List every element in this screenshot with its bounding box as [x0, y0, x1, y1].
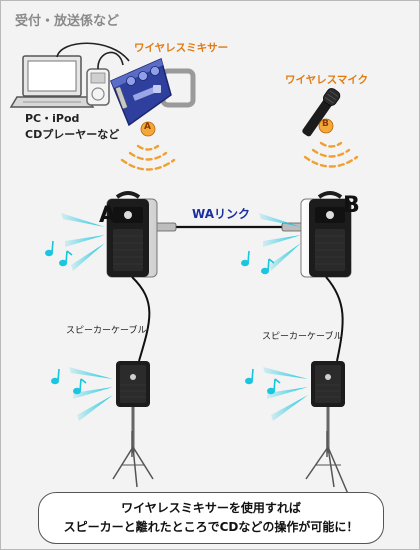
mic-badge-letter: B	[322, 119, 329, 129]
sound-beams-top-left	[61, 213, 105, 271]
wireless-mixer-icon	[110, 57, 196, 127]
sound-beams-bottom-left	[69, 367, 113, 421]
speaker-cable-left	[131, 276, 151, 362]
speaker-cable-label-left: スピーカーケーブル	[66, 326, 147, 336]
page-title: 受付・放送係など	[15, 14, 120, 29]
passive-speaker-left	[116, 361, 150, 407]
mic-label: ワイヤレスマイク	[285, 74, 369, 86]
ipod-mixer-cable	[97, 51, 124, 70]
passive-speaker-right	[311, 361, 345, 407]
wireless-mic-icon	[302, 88, 341, 137]
laptop-icon	[9, 55, 95, 108]
wa-link-cable	[155, 222, 303, 232]
ipod-icon	[86, 68, 110, 106]
wa-link-label: WAリンク	[192, 207, 250, 221]
laptop-mixer-cable	[56, 42, 130, 62]
message-line1: ワイヤレスミキサーを使用すれば	[121, 501, 301, 515]
mixer-badge-letter: A	[144, 122, 151, 132]
source-label-line2: CDプレーヤーなど	[25, 128, 120, 141]
wireless-speaker-b	[300, 191, 352, 278]
mixer-badge-a	[140, 121, 156, 137]
speaker-b-letter: B	[343, 193, 360, 218]
mic-radio-waves	[303, 141, 359, 168]
sound-beams-top-right	[259, 213, 301, 271]
source-label-line1: PC・iPod	[25, 112, 80, 125]
speaker-stand-right	[305, 407, 352, 502]
speaker-cable-right	[325, 276, 344, 362]
mixer-radio-waves	[120, 144, 176, 171]
mixer-label: ワイヤレスミキサー	[134, 42, 229, 54]
message-box: ワイヤレスミキサーを使用すれば スピーカーと離れたところでCDなどの操作が可能に…	[38, 492, 384, 544]
message-line2: スピーカーと離れたところでCDなどの操作が可能に！	[63, 520, 359, 534]
speaker-cable-label-right: スピーカーケーブル	[262, 332, 343, 342]
speaker-stand-left	[112, 407, 154, 488]
speaker-a-letter: A	[99, 203, 117, 228]
music-note-icon	[44, 240, 275, 275]
mic-badge-b	[318, 118, 334, 134]
music-note-icon	[50, 368, 281, 395]
sound-beams-bottom-right	[263, 367, 308, 421]
wireless-speaker-a	[106, 191, 158, 278]
